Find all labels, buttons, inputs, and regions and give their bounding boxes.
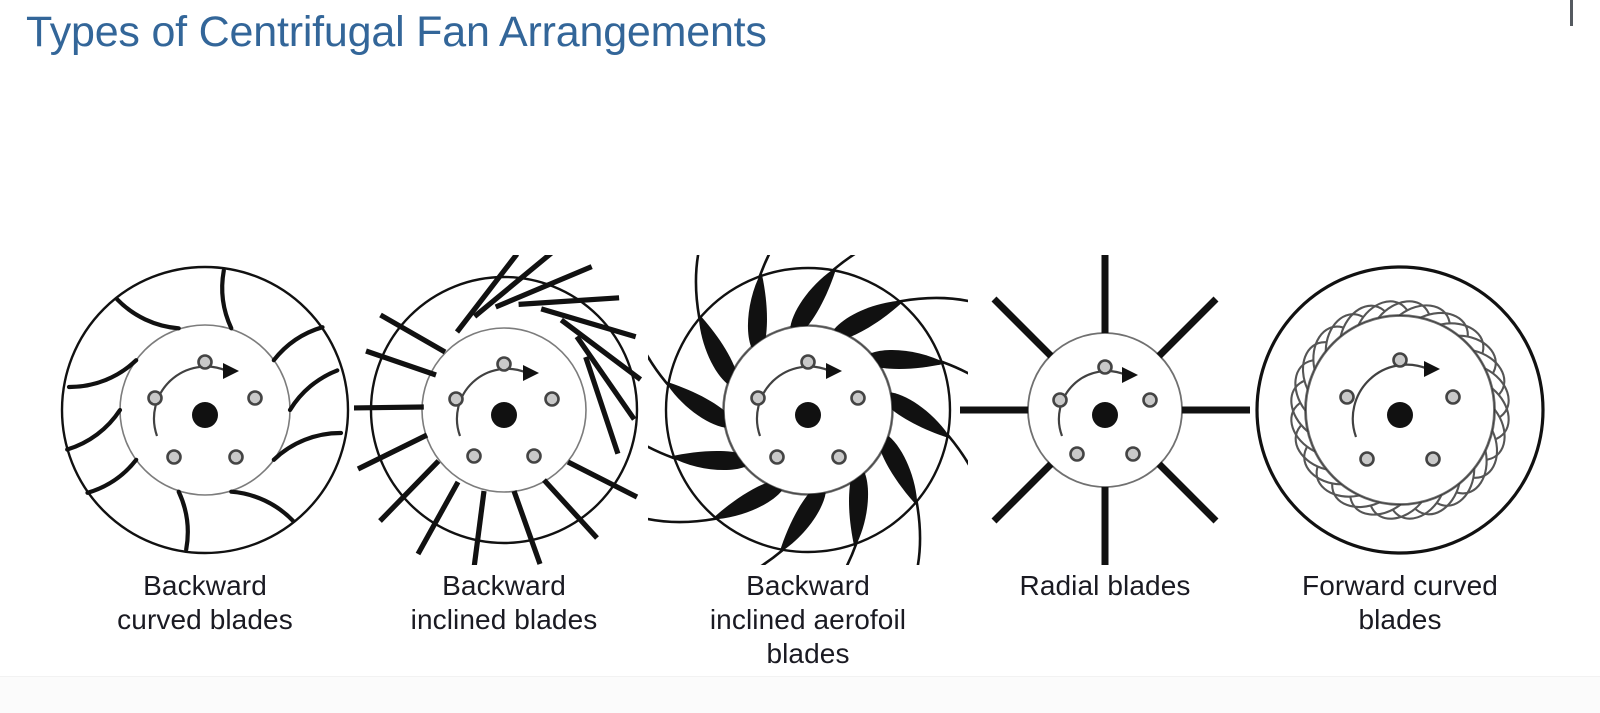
fan-caption-radial: Radial blades <box>1019 570 1191 601</box>
hub-detail <box>1052 359 1158 462</box>
fan-diagram-forward-curved <box>1255 265 1545 555</box>
fan-caption-backward-curved: Backward curved blades <box>117 570 293 636</box>
fan-caption-backward-inclined: Backward inclined blades <box>410 570 598 636</box>
fan-diagram-backward-inclined <box>354 255 643 565</box>
fan-diagram-backward-curved <box>60 265 350 555</box>
fan-caption-aerofoil: Backward inclined aerofoil blades <box>709 570 907 670</box>
fan-diagram-aerofoil <box>648 255 968 565</box>
fan-diagram-radial <box>960 255 1250 565</box>
fan-item-backward-inclined: Backward inclined blades <box>354 255 654 637</box>
hub-detail <box>147 354 263 465</box>
fan-item-forward-curved: Forward curved blades <box>1240 255 1560 637</box>
fan-item-backward-inclined-aerofoil: Backward inclined aerofoil blades <box>648 255 968 671</box>
scroll-position-marker[interactable] <box>1570 0 1573 26</box>
hub-detail <box>1339 352 1461 467</box>
bottom-divider <box>0 676 1600 677</box>
radial-spokes <box>960 255 1250 565</box>
hub-detail <box>750 354 866 465</box>
hub-detail <box>448 356 560 464</box>
page-title: Types of Centrifugal Fan Arrangements <box>26 8 767 56</box>
centrifugal-fan-figure: Backward curved blades <box>0 255 1600 695</box>
fan-item-radial: Radial blades <box>960 255 1250 603</box>
fan-item-backward-curved: Backward curved blades <box>45 255 365 637</box>
fan-caption-forward-curved: Forward curved blades <box>1302 570 1498 636</box>
bottom-strip <box>0 677 1600 713</box>
